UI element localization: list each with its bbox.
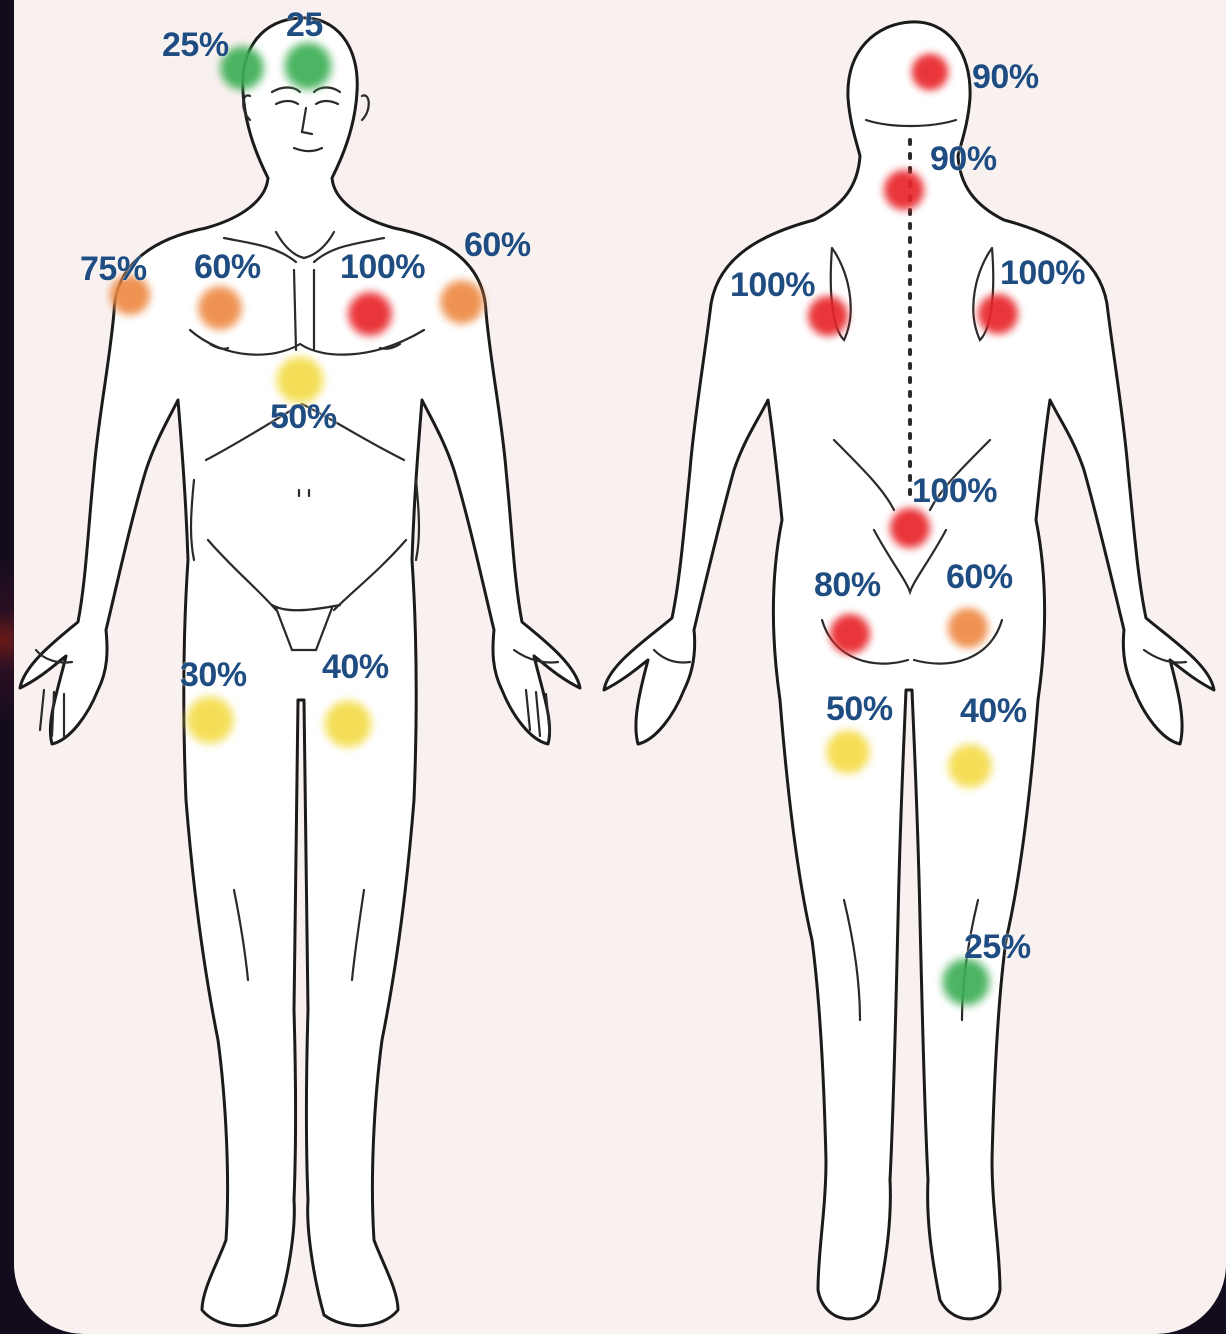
back-body-figure (604, 22, 1214, 1319)
left-hamstring-spot (822, 726, 874, 778)
left-shoulder-percent-label: 60% (464, 228, 531, 262)
right-buttock-percent-label: 60% (946, 560, 1013, 594)
right-shoulder-percent-label: 75% (80, 252, 147, 286)
right-thigh-spot (182, 692, 238, 748)
back-of-head-spot (908, 50, 952, 94)
right-thigh-percent-label: 30% (180, 658, 247, 692)
left-buttock-spot (826, 610, 874, 658)
pain-map-card: 25% 25 75% 60% 100% 60% 50% 30% 40% 90% 90% 100% 10… (14, 0, 1226, 1334)
front-body-outline (20, 18, 580, 1326)
right-shoulder-blade-spot (974, 290, 1022, 338)
left-thigh-percent-label: 40% (322, 650, 389, 684)
forehead-left-percent-label: 25% (162, 28, 229, 62)
front-body-figure (20, 18, 580, 1326)
lower-back-spot (886, 504, 934, 552)
lower-back-percent-label: 100% (912, 474, 997, 508)
back-body-outline (604, 22, 1214, 1319)
right-chest-spot (194, 282, 246, 334)
left-hamstring-percent-label: 50% (826, 692, 893, 726)
left-shoulder-spot (436, 276, 488, 328)
left-chest-spot (344, 288, 396, 340)
left-thigh-spot (320, 696, 376, 752)
left-chest-percent-label: 100% (340, 250, 425, 284)
neck-percent-label: 90% (930, 142, 997, 176)
right-hamstring-spot (944, 740, 996, 792)
forehead-right-percent-label: 25 (286, 8, 323, 42)
left-shoulder-blade-percent-label: 100% (730, 268, 815, 302)
right-chest-percent-label: 60% (194, 250, 261, 284)
calf-percent-label: 25% (964, 930, 1031, 964)
neck-spot (880, 166, 928, 214)
forehead-right-spot (280, 38, 336, 94)
right-buttock-spot (944, 604, 992, 652)
back-of-head-percent-label: 90% (972, 60, 1039, 94)
sternum-percent-label: 50% (270, 400, 337, 434)
left-buttock-percent-label: 80% (814, 568, 881, 602)
right-hamstring-percent-label: 40% (960, 694, 1027, 728)
right-shoulder-blade-percent-label: 100% (1000, 256, 1085, 290)
